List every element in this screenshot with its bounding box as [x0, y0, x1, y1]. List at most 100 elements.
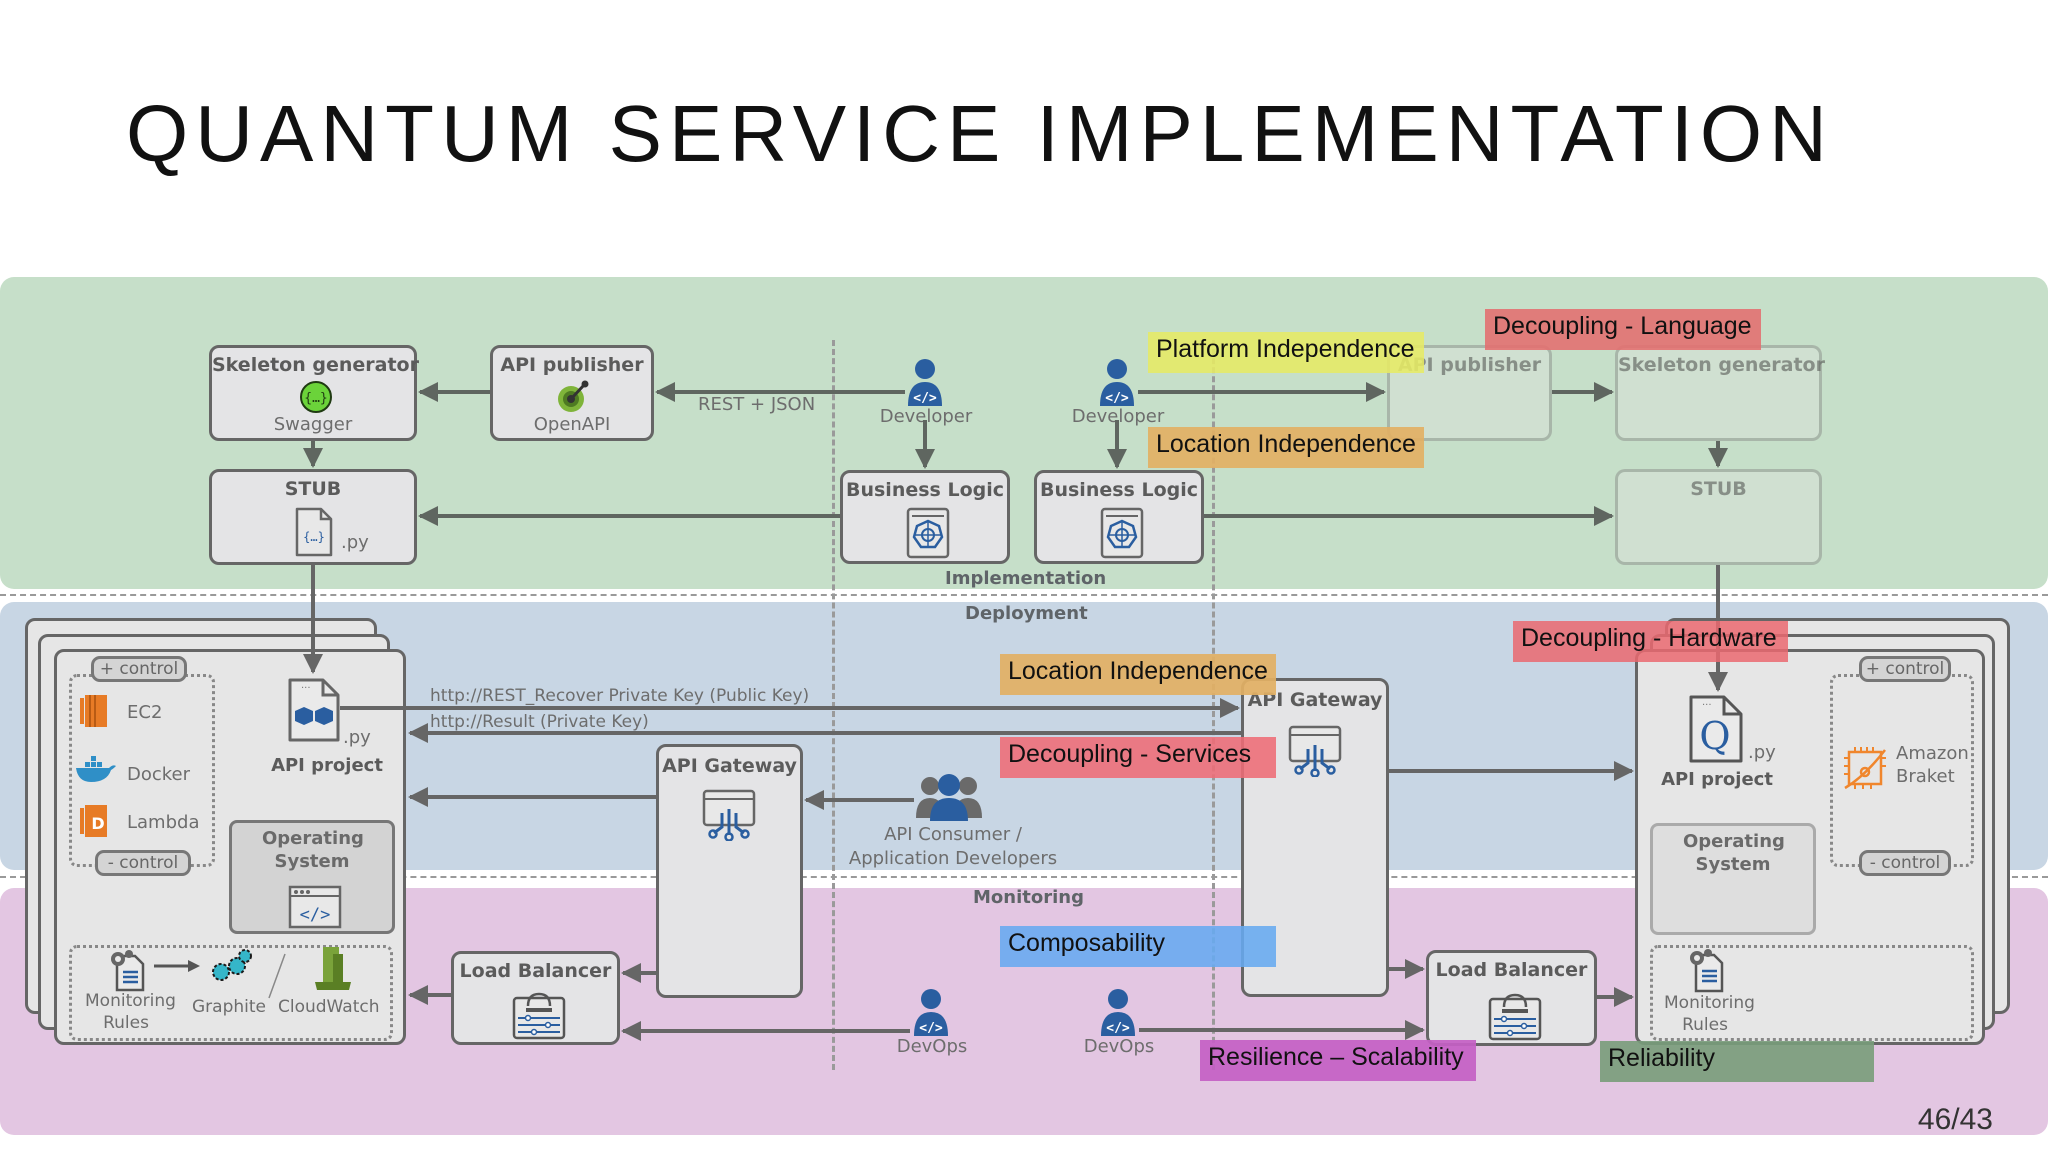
- svg-text:</>: </>: [1105, 391, 1129, 406]
- business-logic-title-2: Business Logic: [1039, 479, 1198, 501]
- monitoring-group-left: [69, 945, 393, 1041]
- stub-box-right[interactable]: STUB: [1615, 469, 1822, 565]
- annotation-resilience-scalability: Resilience – Scalability: [1200, 1040, 1476, 1081]
- svg-text:{…}: {…}: [304, 391, 327, 406]
- business-logic-box-2[interactable]: Business Logic: [1034, 470, 1204, 564]
- monitoring-rules-icon: [1690, 949, 1724, 993]
- svg-text:D: D: [91, 814, 104, 833]
- developer-icon: </>: [908, 359, 942, 406]
- developer-label-1: Developer: [879, 406, 973, 427]
- response-message-label: http://Result (Private Key): [430, 712, 649, 732]
- annotation-location-independence-impl: Location Independence: [1148, 427, 1424, 468]
- api-project-label-right: API project: [1661, 769, 1773, 790]
- section-label-deployment: Deployment: [965, 603, 1088, 624]
- operating-system-right[interactable]: Operating System: [1650, 823, 1816, 935]
- api-gateway-left[interactable]: API Gateway: [656, 744, 803, 998]
- api-gateway-icon: [702, 789, 756, 841]
- developer-icon: </>: [1100, 359, 1134, 406]
- openapi-label: OpenAPI: [533, 414, 611, 435]
- api-project-ext-right: .py: [1748, 742, 1776, 763]
- stub-box-left[interactable]: STUB {…} .py: [209, 469, 417, 565]
- devops-label-1: DevOps: [896, 1036, 968, 1057]
- arrow-right-icon: [154, 960, 200, 972]
- graphite-label: Graphite: [192, 997, 266, 1017]
- docker-icon: [76, 756, 116, 782]
- kubernetes-icon: [1100, 507, 1144, 559]
- devops-label-2: DevOps: [1083, 1036, 1155, 1057]
- load-balancer-icon: [512, 992, 566, 1040]
- monitoring-rules-icon: [111, 950, 145, 992]
- operating-system-title-right: Operating System: [1683, 831, 1785, 875]
- annotation-platform-independence: Platform Independence: [1148, 332, 1424, 373]
- stub-ext-left: .py: [341, 532, 369, 553]
- api-project-ext-left: .py: [343, 727, 371, 748]
- control-minus-right[interactable]: - control: [1859, 850, 1951, 876]
- devops-icon: </>: [1101, 989, 1135, 1036]
- annotation-decoupling-language: Decoupling - Language: [1485, 309, 1761, 350]
- svg-text:Q: Q: [1699, 714, 1730, 758]
- load-balancer-left[interactable]: Load Balancer: [451, 951, 620, 1045]
- monitoring-group-right: [1650, 945, 1974, 1041]
- skeleton-generator-box[interactable]: Skeleton generator {…} Swagger: [209, 345, 419, 441]
- deployment-monitoring-divider: [0, 876, 2048, 878]
- slide-title: QUANTUM SERVICE IMPLEMENTATION: [126, 89, 1834, 178]
- business-logic-box-1[interactable]: Business Logic: [840, 470, 1010, 564]
- annotation-decoupling-services: Decoupling - Services: [1000, 737, 1276, 778]
- ec2-label: EC2: [127, 702, 163, 723]
- openapi-icon: [558, 380, 589, 412]
- svg-text:</>: </>: [913, 391, 937, 406]
- cubes-file-icon: ···: [288, 678, 340, 742]
- code-file-icon: {…}: [295, 507, 333, 557]
- control-plus-right[interactable]: + control: [1859, 656, 1951, 682]
- annotation-composability: Composability: [1000, 926, 1276, 967]
- separator-slash: [268, 953, 286, 999]
- amazon-braket-label: Amazon Braket: [1896, 743, 1969, 787]
- section-label-monitoring: Monitoring: [973, 887, 1084, 908]
- api-consumer-label: API Consumer / Application Developers: [838, 823, 1068, 871]
- control-plus-left[interactable]: + control: [91, 656, 187, 682]
- left-boundary-dashed: [832, 340, 835, 1070]
- api-project-label-left: API project: [271, 755, 383, 776]
- monitoring-rules-label-left: Monitoring Rules: [85, 991, 176, 1033]
- operating-system-title-left: Operating System: [262, 828, 364, 872]
- lambda-icon: D: [80, 805, 107, 837]
- monitoring-rules-label-right: Monitoring Rules: [1664, 993, 1755, 1035]
- ec2-icon: [80, 695, 107, 727]
- business-logic-title-1: Business Logic: [845, 479, 1004, 501]
- skeleton-generator-title-right: Skeleton generator: [1618, 354, 1825, 376]
- api-gateway-icon: [1288, 725, 1342, 777]
- implementation-deployment-divider: [0, 594, 2048, 596]
- node-left[interactable]: + control - control EC2 Docker D Lambda …: [54, 649, 406, 1045]
- api-gateway-left-title: API Gateway: [662, 755, 797, 777]
- stub-title-left: STUB: [284, 478, 342, 500]
- right-boundary-dashed: [1212, 340, 1215, 1070]
- page-number: 46/43: [1917, 1103, 1993, 1136]
- api-publisher-title-right: API publisher: [1397, 354, 1542, 376]
- swagger-icon: {…}: [300, 381, 332, 413]
- annotation-decoupling-hardware: Decoupling - Hardware: [1513, 621, 1788, 662]
- lambda-label: Lambda: [127, 812, 200, 833]
- docker-label: Docker: [127, 764, 191, 785]
- api-consumer-icon: [916, 774, 982, 821]
- api-consumer-label-line1: API Consumer /: [884, 824, 1022, 845]
- developer-label-2: Developer: [1071, 406, 1165, 427]
- svg-text:</>: </>: [300, 905, 331, 925]
- svg-text:</>: </>: [919, 1021, 943, 1036]
- operating-system-left[interactable]: Operating System </>: [229, 820, 395, 934]
- qiskit-file-icon: ··· Q: [1689, 695, 1743, 763]
- api-publisher-title: API publisher: [500, 354, 644, 376]
- load-balancer-right[interactable]: Load Balancer: [1426, 950, 1597, 1046]
- api-consumer-label-line2: Application Developers: [848, 848, 1058, 869]
- api-publisher-box[interactable]: API publisher OpenAPI: [490, 345, 654, 441]
- devops-icon: </>: [914, 989, 948, 1036]
- section-label-implementation: Implementation: [945, 568, 1107, 589]
- control-minus-left[interactable]: - control: [95, 850, 191, 876]
- annotation-reliability: Reliability: [1600, 1041, 1874, 1082]
- stub-title-right: STUB: [1690, 478, 1747, 500]
- load-balancer-icon: [1488, 993, 1542, 1041]
- graphite-icon: [212, 949, 252, 981]
- api-gateway-right-title: API Gateway: [1247, 689, 1383, 711]
- swagger-label: Swagger: [273, 414, 353, 435]
- amazon-braket-icon: [1844, 747, 1886, 790]
- kubernetes-icon: [906, 507, 950, 559]
